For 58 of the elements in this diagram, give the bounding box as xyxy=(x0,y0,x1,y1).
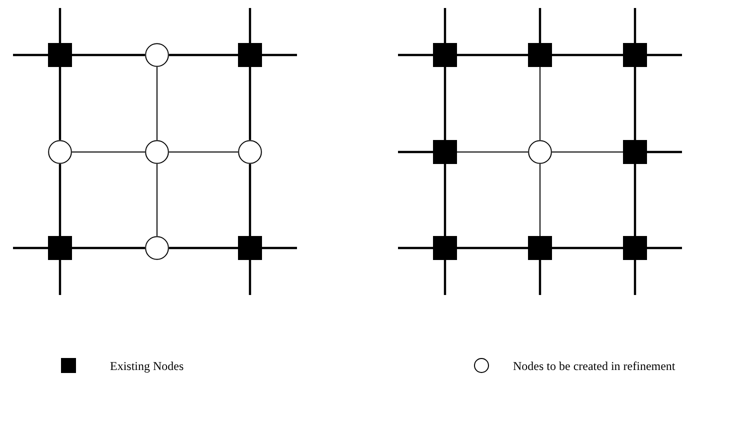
grid-line xyxy=(634,8,636,43)
open-circle-node xyxy=(145,236,169,260)
open-circle-node xyxy=(238,140,262,164)
legend-text: Nodes to be created in refinement xyxy=(513,359,676,374)
filled-square-node xyxy=(623,236,647,260)
grid-line xyxy=(552,246,623,250)
filled-square-node xyxy=(48,236,72,260)
grid-line xyxy=(552,54,623,56)
grid-line xyxy=(58,260,62,295)
legend-text: Existing Nodes xyxy=(110,359,184,374)
grid-line xyxy=(634,164,636,236)
grid-line xyxy=(444,260,446,295)
grid-line xyxy=(248,67,252,140)
filled-square-node xyxy=(433,140,457,164)
grid-line xyxy=(13,246,48,250)
grid-line xyxy=(647,150,682,154)
grid-line xyxy=(647,246,682,250)
open-circle-node xyxy=(48,140,72,164)
open-circle-node xyxy=(145,43,169,67)
grid-line xyxy=(262,246,297,250)
filled-square-node xyxy=(623,43,647,67)
grid-line xyxy=(156,66,158,140)
grid-line xyxy=(538,260,542,295)
grid-line xyxy=(444,67,446,140)
filled-square-node xyxy=(238,236,262,260)
open-circle-node xyxy=(528,140,552,164)
grid-line xyxy=(262,54,297,56)
grid-line xyxy=(248,164,252,236)
filled-square-node xyxy=(433,43,457,67)
filled-square-node xyxy=(48,43,72,67)
grid-line xyxy=(58,67,62,140)
grid-line xyxy=(398,150,433,154)
grid-line xyxy=(248,8,252,43)
grid-line xyxy=(169,54,238,56)
grid-line xyxy=(457,246,528,250)
filled-square-node xyxy=(238,43,262,67)
grid-line xyxy=(156,164,158,236)
grid-line xyxy=(248,260,252,295)
grid-line xyxy=(58,164,62,236)
grid-line xyxy=(398,54,433,56)
grid-line xyxy=(444,8,446,43)
filled-square-node xyxy=(528,236,552,260)
grid-line xyxy=(647,54,682,56)
grid-line xyxy=(72,246,145,250)
grid-line xyxy=(444,164,446,236)
grid-line xyxy=(72,54,145,56)
filled-square-node xyxy=(433,236,457,260)
grid-line xyxy=(634,67,636,140)
grid-line xyxy=(58,8,62,43)
grid-line xyxy=(634,260,636,295)
grid-line xyxy=(457,54,528,56)
filled-square-node xyxy=(623,140,647,164)
filled-square-node xyxy=(528,43,552,67)
grid-line xyxy=(13,54,48,56)
grid-line xyxy=(538,8,542,43)
grid-line xyxy=(398,246,433,250)
grid-line xyxy=(169,246,238,250)
open-circle-node xyxy=(145,140,169,164)
